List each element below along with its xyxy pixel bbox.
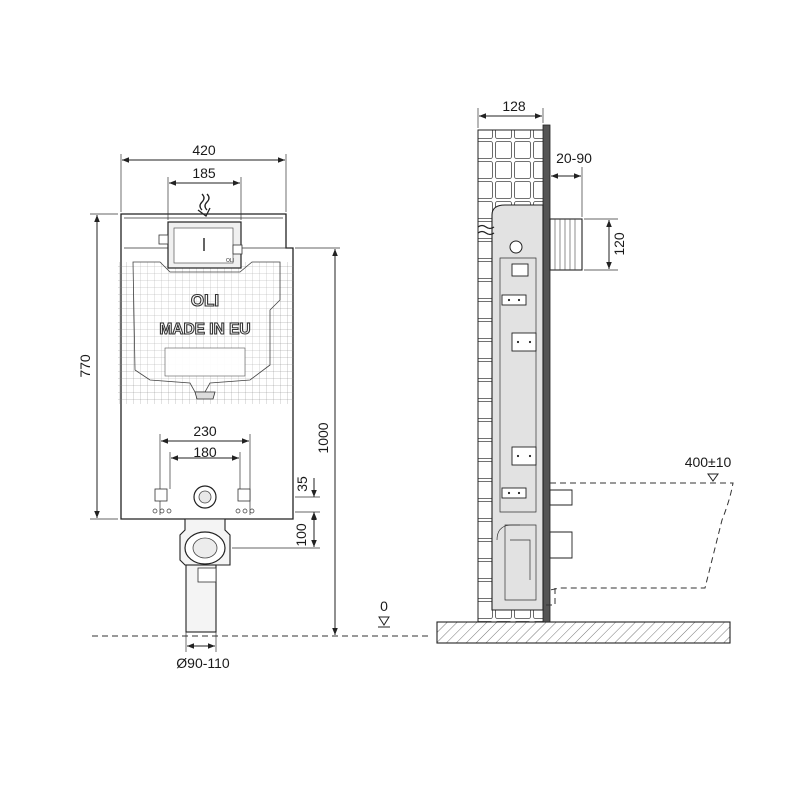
drain-pipe-bore: [192, 537, 218, 559]
right-clip: [232, 244, 243, 255]
side-water-symbol-icon: [477, 224, 495, 236]
dim-label-1000: 1000: [315, 422, 331, 453]
dim-label-185: 185: [192, 165, 216, 181]
right-bolt-bracket: [237, 488, 251, 502]
bracket-dots: [507, 298, 532, 495]
supply-pipe: [549, 218, 583, 271]
water-inlet-inner: [198, 490, 212, 504]
bowl-height-label: 400±10: [685, 454, 732, 470]
flush-arrow-head-icon: [197, 207, 211, 217]
dim-label-35: 35: [294, 476, 310, 492]
dim-label-180: 180: [193, 444, 217, 460]
front-view: OLI MADE IN EU OLI 420: [77, 142, 430, 671]
dim-label-100: 100: [293, 523, 309, 547]
dim-label-420: 420: [192, 142, 216, 158]
side-view: 128 20-90 120 400±10: [436, 98, 734, 644]
dim-label-120: 120: [611, 232, 627, 256]
cistern-brand-mark: OLI: [226, 258, 234, 264]
front-board: [542, 124, 551, 623]
frame-side-profile: [491, 204, 544, 611]
flush-water-arrow-icon: [199, 193, 210, 211]
fixing-holes: [152, 508, 255, 514]
cistern-top: [124, 217, 290, 249]
bowl-base: [545, 588, 556, 606]
dim-label-diameter: Ø90-110: [176, 655, 230, 671]
left-bolt-bracket: [154, 488, 168, 502]
cistern-window: [164, 347, 246, 377]
dim-label-770: 770: [77, 354, 93, 378]
floor-level-label: 0: [380, 598, 388, 614]
wall-hung-bowl-outline: [549, 482, 734, 591]
side-inlet-valve: [509, 240, 523, 254]
valve-outlet: [194, 391, 216, 400]
floor-level-triangle-icon: [378, 616, 390, 626]
bowl-height-triangle-icon: [707, 473, 719, 482]
dim-label-230: 230: [193, 423, 217, 439]
dim-label-128: 128: [502, 98, 526, 114]
cistern-grid: [118, 262, 294, 404]
mounting-brackets: [501, 294, 537, 499]
dim-label-20-90: 20-90: [556, 150, 592, 166]
brand-logo: OLI: [191, 291, 219, 310]
frame-side-inner: [499, 257, 537, 601]
made-in-label: MADE IN EU: [159, 321, 250, 338]
drain-pipe-clamp: [197, 567, 217, 583]
pipe-threads: [554, 219, 576, 270]
cistern-curve: [496, 524, 531, 580]
left-clip: [158, 234, 169, 245]
side-valve-box: [511, 263, 529, 277]
floor-slab: [436, 621, 731, 644]
bowl-bolts: [549, 489, 573, 559]
